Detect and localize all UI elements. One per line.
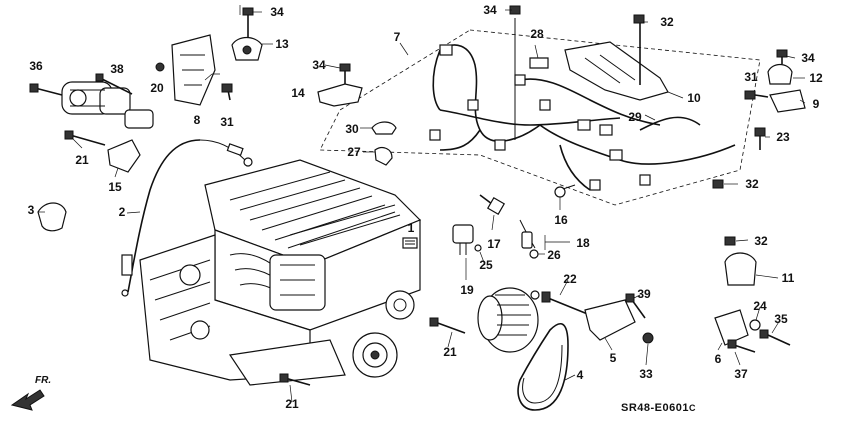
callout-33: 33 <box>639 367 653 381</box>
callout-34: 34 <box>483 3 497 17</box>
drive-belt-4 <box>517 322 569 411</box>
callout-17: 17 <box>487 237 501 251</box>
callout-1: 1 <box>407 221 415 235</box>
bolt-22 <box>541 291 591 316</box>
callout-4: 4 <box>576 368 584 382</box>
callout-10: 10 <box>687 91 701 105</box>
sensor-17 <box>479 194 506 216</box>
harness-bracket-14 <box>317 83 363 107</box>
connector-28 <box>529 57 549 69</box>
callout-6: 6 <box>714 352 722 366</box>
nut-33 <box>642 332 654 344</box>
callout-21: 21 <box>443 345 457 359</box>
callout-34: 34 <box>270 5 284 19</box>
sensor-16 <box>554 184 576 198</box>
bolt-37 <box>727 339 756 353</box>
callout-23: 23 <box>776 130 790 144</box>
callout-21: 21 <box>75 153 89 167</box>
callout-25: 25 <box>479 258 493 272</box>
callout-37: 37 <box>734 367 748 381</box>
callout-26: 26 <box>547 248 561 262</box>
diagram-code-suffix: C <box>689 403 696 413</box>
bolt-36 <box>29 83 63 96</box>
callout-24: 24 <box>753 299 767 313</box>
callout-31: 31 <box>744 70 758 84</box>
callout-19: 19 <box>460 283 474 297</box>
callout-38: 38 <box>110 62 124 76</box>
callout-5: 5 <box>609 351 617 365</box>
callout-11: 11 <box>781 271 795 285</box>
sensor-12 <box>767 63 793 85</box>
callout-32: 32 <box>660 15 674 29</box>
callout-22: 22 <box>563 272 577 286</box>
callout-31: 31 <box>220 115 234 129</box>
bolt-34a <box>242 7 254 38</box>
sensor-18 <box>519 219 536 249</box>
diagram-code: SR48-E0601C <box>621 402 696 414</box>
clamp-27 <box>374 147 393 166</box>
callout-12: 12 <box>809 71 823 85</box>
front-direction-arrow-icon <box>10 389 45 411</box>
bracket-11 <box>724 252 757 286</box>
bolt-38 <box>95 73 133 95</box>
washer-24 <box>749 319 761 331</box>
callout-20: 20 <box>150 81 164 95</box>
callout-36: 36 <box>29 59 43 73</box>
bolt-35 <box>759 329 791 346</box>
starter-motor <box>61 81 154 129</box>
bolt-21c <box>279 373 311 386</box>
callout-9: 9 <box>812 97 820 111</box>
alternator <box>477 287 540 353</box>
bolt-21b <box>429 317 466 334</box>
diagram-code-main: SR48-E0601 <box>621 402 689 414</box>
callout-30: 30 <box>345 122 359 136</box>
wire-harness-7 <box>429 44 736 191</box>
throttle-cable <box>127 139 201 293</box>
nut-32c <box>724 236 736 246</box>
leader-lines <box>38 5 806 403</box>
bracket-9 <box>769 89 806 113</box>
callout-34: 34 <box>312 58 326 72</box>
callout-2: 2 <box>118 205 126 219</box>
callout-32: 32 <box>745 177 759 191</box>
bolt-31b <box>744 90 769 100</box>
nut-20 <box>155 62 165 72</box>
callout-35: 35 <box>774 312 788 326</box>
cover-10 <box>564 41 669 101</box>
callout-29: 29 <box>628 110 642 124</box>
sensor-19 <box>452 224 474 255</box>
callout-3: 3 <box>27 203 35 217</box>
callout-34: 34 <box>801 51 815 65</box>
bracket-5 <box>584 299 636 341</box>
callout-18: 18 <box>576 236 590 250</box>
nut-32b <box>712 179 724 189</box>
bolt-34c <box>339 63 351 84</box>
callout-32: 32 <box>754 234 768 248</box>
callout-27: 27 <box>347 145 361 159</box>
bolt-34e <box>776 49 788 64</box>
callout-15: 15 <box>108 180 122 194</box>
engine-assembly <box>139 159 422 386</box>
washer-26 <box>529 249 539 259</box>
washer-25 <box>474 244 482 252</box>
callout-13: 13 <box>275 37 289 51</box>
bolt-32a <box>633 14 645 85</box>
bolt-23 <box>754 127 766 150</box>
bolt-34d <box>509 5 521 140</box>
clamp-30 <box>371 121 397 135</box>
callout-39: 39 <box>637 287 651 301</box>
bracket-6 <box>714 309 749 346</box>
bolt-21a <box>64 130 106 146</box>
front-direction-label: FR. <box>35 375 52 386</box>
bolt-31a <box>221 83 233 101</box>
callout-21: 21 <box>285 397 299 411</box>
harness-frame <box>319 29 761 206</box>
callout-14: 14 <box>291 86 305 100</box>
callout-28: 28 <box>530 27 544 41</box>
callout-8: 8 <box>193 113 201 127</box>
callout-16: 16 <box>554 213 568 227</box>
callout-7: 7 <box>393 30 401 44</box>
